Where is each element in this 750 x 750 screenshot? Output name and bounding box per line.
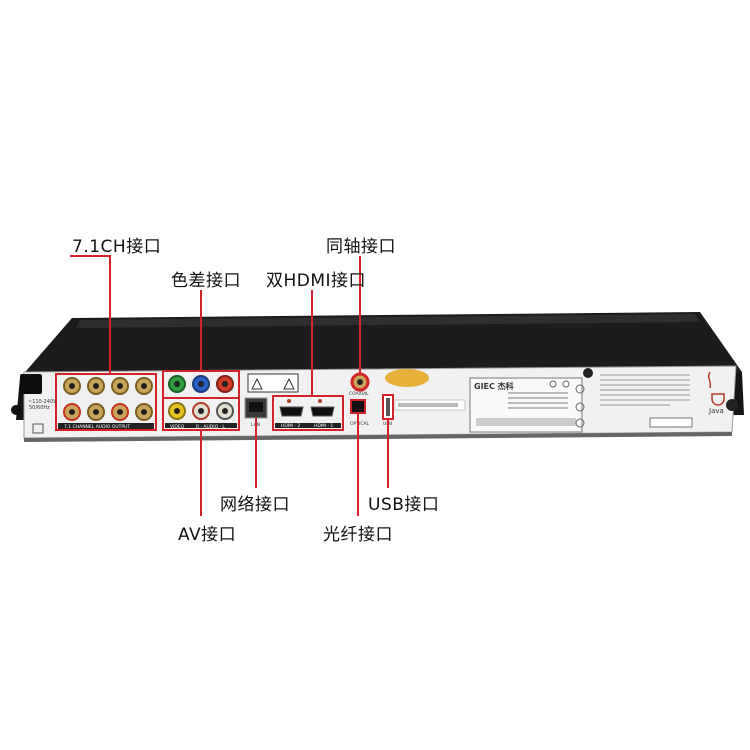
- callout-optical: 光纤接口: [323, 525, 393, 545]
- leader-71ch: [70, 255, 111, 374]
- screw-right: [726, 399, 738, 411]
- screw-top-left: [11, 405, 21, 415]
- panel-brand: GIEC 杰科: [474, 381, 514, 391]
- callout-dual-hdmi: 双HDMI接口: [266, 271, 367, 291]
- panel-voltage-hz: 50/60Hz: [29, 405, 50, 411]
- panel-voltage: ~110-240V: [28, 399, 57, 405]
- gold-sticker: [385, 369, 429, 387]
- hdmi-highlight-box: [272, 395, 344, 431]
- panel-hdmi1: HDMI · 1: [314, 423, 333, 429]
- panel-java: Java: [708, 407, 724, 415]
- optical-port: [350, 399, 366, 414]
- hdmi-ports: [279, 399, 335, 417]
- leader-lines: [70, 255, 389, 516]
- legal-text: [600, 374, 690, 406]
- callout-network: 网络接口: [220, 495, 290, 515]
- java-logo-cup: [707, 371, 725, 406]
- power-socket: [20, 374, 42, 394]
- callout-coaxial: 同轴接口: [326, 237, 396, 257]
- panel-video: VIDEO: [170, 424, 185, 430]
- panel-hdmi2: HDMI · 2: [281, 423, 300, 429]
- callout-71ch: 7.1CH接口: [72, 237, 162, 257]
- callout-color-diff: 色差接口: [171, 271, 241, 291]
- ch71-highlight-box: [55, 373, 157, 431]
- regulatory-icons: [575, 384, 585, 428]
- panel-71ch-output: 7.1 CHANNEL AUDIO OUTPUT: [64, 424, 130, 430]
- power-switch: [32, 423, 44, 434]
- cert-marks: [549, 380, 570, 388]
- screw-mid: [583, 368, 593, 378]
- device-top-highlight: [76, 314, 700, 328]
- callout-av: AV接口: [178, 525, 237, 545]
- component-jacks: [168, 375, 234, 393]
- av-jacks: [168, 402, 234, 420]
- callout-usb: USB接口: [368, 495, 440, 515]
- panel-coaxial: COAXIAL: [349, 391, 369, 397]
- ch71-jacks: [63, 377, 153, 421]
- warning-label: [247, 373, 299, 393]
- panel-optical: OPTICAL: [350, 421, 370, 427]
- panel-audio: R · AUDIO · L: [196, 424, 225, 430]
- model-badge: [649, 417, 693, 428]
